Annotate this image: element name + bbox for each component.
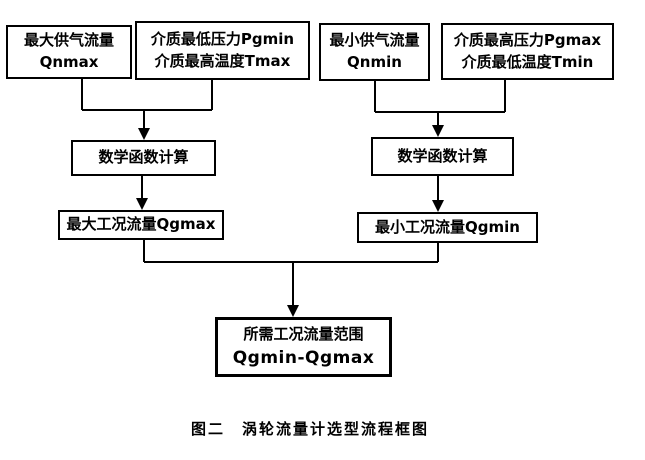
- box-line: 最大工况流量Qgmax: [66, 215, 216, 234]
- box-line: 最小工况流量Qgmin: [375, 217, 520, 236]
- box-min-supply-flow: 最小供气流量 Qnmin: [319, 23, 430, 81]
- arrowhead-down-icon: [138, 128, 150, 140]
- arrowhead-down-icon: [287, 305, 299, 317]
- box-line: 介质最低温度Tmin: [461, 52, 594, 71]
- connector-top-right: [374, 80, 506, 132]
- box-math-calc-right: 数学函数计算: [371, 137, 514, 176]
- box-line: 最小供气流量: [329, 31, 420, 50]
- box-line: Qnmin: [347, 53, 402, 71]
- figure-caption: 图二 涡轮流量计选型流程框图: [190, 420, 429, 438]
- box-max-supply-flow: 最大供气流量 Qnmax: [6, 25, 132, 79]
- connector-top-left: [81, 79, 213, 134]
- box-line: 所需工况流量范围: [243, 324, 364, 343]
- box-line: Qgmin-Qgmax: [232, 347, 375, 368]
- box-medium-max-pressure-min-temp: 介质最高压力Pgmax 介质最低温度Tmin: [441, 23, 614, 80]
- box-line: 介质最高温度Tmax: [154, 51, 291, 70]
- connector-bottom-merge: [143, 240, 439, 312]
- box-line: 介质最高压力Pgmax: [453, 30, 602, 49]
- arrowhead-down-icon: [432, 200, 444, 212]
- box-medium-min-pressure-max-temp: 介质最低压力Pgmin 介质最高温度Tmax: [135, 21, 310, 80]
- arrowhead-down-icon: [136, 198, 148, 210]
- arrowhead-down-icon: [432, 125, 444, 137]
- box-line: 最大供气流量: [23, 31, 114, 50]
- box-line: 数学函数计算: [98, 148, 189, 167]
- box-line: 数学函数计算: [397, 146, 488, 165]
- box-max-operating-flow: 最大工况流量Qgmax: [58, 210, 224, 240]
- box-line: 介质最低压力Pgmin: [150, 29, 295, 48]
- box-line: Qnmax: [39, 53, 99, 71]
- box-required-flow-range: 所需工况流量范围 Qgmin-Qgmax: [215, 317, 392, 377]
- box-min-operating-flow: 最小工况流量Qgmin: [357, 212, 538, 243]
- box-math-calc-left: 数学函数计算: [71, 140, 216, 176]
